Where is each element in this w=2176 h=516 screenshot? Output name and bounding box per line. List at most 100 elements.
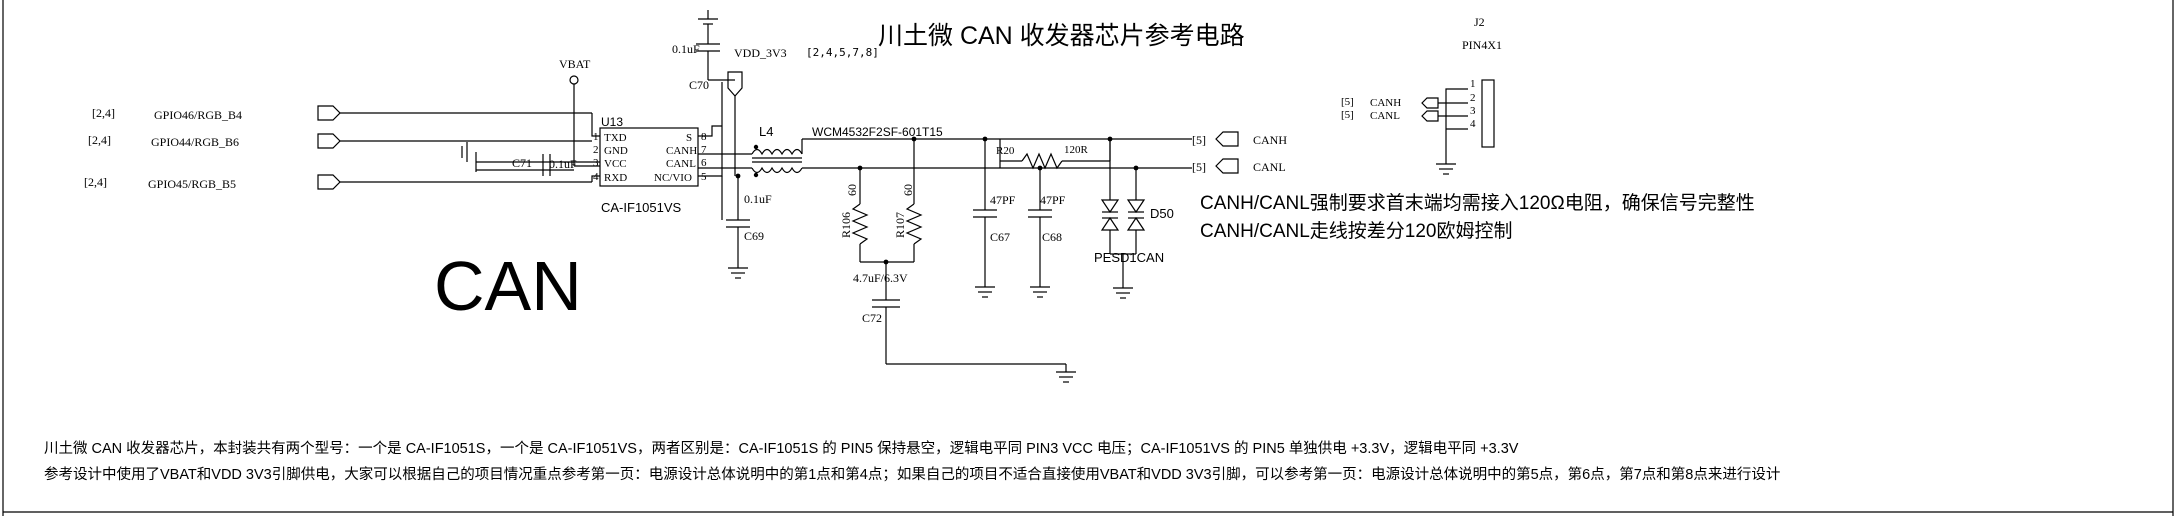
diode-triangle xyxy=(1100,216,1120,231)
c71-value: 0.1uF xyxy=(549,157,577,171)
capacitor-c71: C71 0.1uF xyxy=(461,142,600,176)
pin-num: 3 xyxy=(1470,105,1476,117)
u13-body xyxy=(599,127,699,187)
c72-ref: C72 xyxy=(862,311,882,325)
u13-part: CA-IF1051VS xyxy=(601,200,682,215)
port-arrow-symbol xyxy=(317,105,341,121)
pin-name: RXD xyxy=(604,172,627,184)
pin-num: 2 xyxy=(593,144,599,156)
right-port-canl: [5] CANL xyxy=(1192,158,1286,174)
resistor-zigzag xyxy=(1021,152,1063,170)
j2-body xyxy=(1481,79,1495,148)
capacitor-c68: 47PF C68 xyxy=(1028,168,1066,298)
junction-dot xyxy=(1107,136,1113,142)
coil-bottom xyxy=(751,166,803,174)
port-net-label: CANL xyxy=(1253,160,1286,174)
u13-ref: U13 xyxy=(601,115,623,129)
r20-ref: R20 xyxy=(996,145,1015,157)
big-can-label: CAN xyxy=(434,247,582,325)
r106-value: 60 xyxy=(845,184,859,196)
port-ref: [2,4] xyxy=(88,133,111,147)
connector-j2: J2 PIN4X1 [5] CANH [5] CANL 1 2 3 4 xyxy=(1341,15,1502,175)
c70-value: 0.1uF xyxy=(672,42,700,56)
junction-dot xyxy=(857,165,863,171)
junction-dot xyxy=(883,259,889,265)
pin-num: 2 xyxy=(1470,92,1476,104)
pin-num: 3 xyxy=(593,157,599,169)
right-port-canh: [5] CANH xyxy=(1192,131,1287,147)
pin-name: CANH xyxy=(666,145,697,157)
l4-value: WCM4532F2SF-601T15 xyxy=(812,125,943,139)
junctions xyxy=(735,136,1139,265)
c67-ref: C67 xyxy=(990,230,1010,244)
j2-net-ref: [5] xyxy=(1341,109,1354,121)
r107-ref: R107 xyxy=(893,212,907,238)
pin-num: 4 xyxy=(1470,118,1476,130)
left-port-2: [2,4] GPIO44/RGB_B6 xyxy=(88,133,592,149)
wire xyxy=(1438,88,1468,104)
note-line-2: 参考设计中使用了VBAT和VDD 3V3引脚供电，大家可以根据自己的项目情况重点… xyxy=(44,465,1780,483)
vbat-symbol: VBAT xyxy=(559,57,600,167)
polarity-dot xyxy=(753,144,759,150)
r106-ref: R106 xyxy=(839,212,853,238)
capacitor-c67: 47PF C67 xyxy=(973,139,1016,298)
port-net-label: GPIO46/RGB_B4 xyxy=(154,108,242,122)
port-net-label: CANH xyxy=(1253,133,1287,147)
capacitor-c72: 4.7uF/6.3V C72 xyxy=(853,262,1076,383)
side-note-line-1: CANH/CANL强制要求首末端均需接入120Ω电阻，确保信号完整性 xyxy=(1200,192,1755,214)
port-ref: [5] xyxy=(1192,133,1206,147)
r107-value: 60 xyxy=(901,184,915,196)
pin-num: 8 xyxy=(701,131,707,143)
port-ref: [2,4] xyxy=(92,106,115,120)
polarity-dot xyxy=(753,172,759,178)
j2-net-label: CANH xyxy=(1370,97,1401,109)
wire-pin8 xyxy=(698,125,722,137)
wire xyxy=(1438,102,1468,117)
wire-txd xyxy=(591,113,600,137)
pin-name: VCC xyxy=(604,158,627,170)
side-note-line-2: CANH/CANL走线按差分120欧姆控制 xyxy=(1200,220,1513,242)
inductor-l4: L4 WCM4532F2SF-601T15 xyxy=(751,124,943,178)
resistor-r20: R20 120R xyxy=(996,139,1111,170)
j2-net-label: CANL xyxy=(1370,110,1400,122)
resistor-zigzag xyxy=(851,203,869,245)
port-arrow-symbol xyxy=(1421,110,1439,122)
vdd-port-symbol xyxy=(727,71,743,97)
port-net-label: GPIO44/RGB_B6 xyxy=(151,135,239,149)
pin-num: 1 xyxy=(1470,78,1476,90)
resistor-r107: 60 R107 xyxy=(893,139,923,262)
capacitor-c69: 0.1uF C69 xyxy=(726,176,772,279)
vbat-label: VBAT xyxy=(559,57,591,71)
vbat-circle xyxy=(569,75,579,85)
vdd-ref: [2,4,5,7,8] xyxy=(806,46,879,59)
pin-num: 6 xyxy=(701,157,707,169)
l4-ref: L4 xyxy=(759,124,773,139)
c69-ref: C69 xyxy=(744,229,764,243)
d50-part: PESD1CAN xyxy=(1094,250,1164,265)
diode-triangle xyxy=(1126,216,1146,231)
d50-ref: D50 xyxy=(1150,206,1174,221)
port-net-label: GPIO45/RGB_B5 xyxy=(148,177,236,191)
c72-value: 4.7uF/6.3V xyxy=(853,271,908,285)
diode-triangle xyxy=(1126,199,1146,214)
junction-dot xyxy=(1133,165,1139,171)
junction-dot xyxy=(982,136,988,142)
vdd-3v3-symbol: 0.1uF C70 VDD_3V3 [2,4,5,7,8] xyxy=(672,10,879,176)
j2-part: PIN4X1 xyxy=(1462,38,1502,52)
pin-name: NC/VIO xyxy=(654,172,692,184)
port-ref: [5] xyxy=(1192,160,1206,174)
vdd-label: VDD_3V3 xyxy=(734,46,787,60)
port-ref: [2,4] xyxy=(84,175,107,189)
pin-num: 1 xyxy=(593,131,599,143)
c71-ref: C71 xyxy=(512,156,532,170)
c67-value: 47PF xyxy=(990,193,1016,207)
port-arrow-symbol xyxy=(1215,131,1239,147)
left-port-3: [2,4] GPIO45/RGB_B5 xyxy=(84,174,592,191)
tvs-diode-d50: D50 PESD1CAN xyxy=(1094,139,1174,299)
c68-value: 47PF xyxy=(1040,193,1066,207)
wire-rxd xyxy=(591,175,600,182)
left-port-1: [2,4] GPIO46/RGB_B4 xyxy=(92,105,592,122)
page-title: 川土微 CAN 收发器芯片参考电路 xyxy=(878,22,1245,50)
ic-u13: U13 CA-IF1051VS 1 2 3 4 TXD GND VCC RXD … xyxy=(593,115,707,215)
